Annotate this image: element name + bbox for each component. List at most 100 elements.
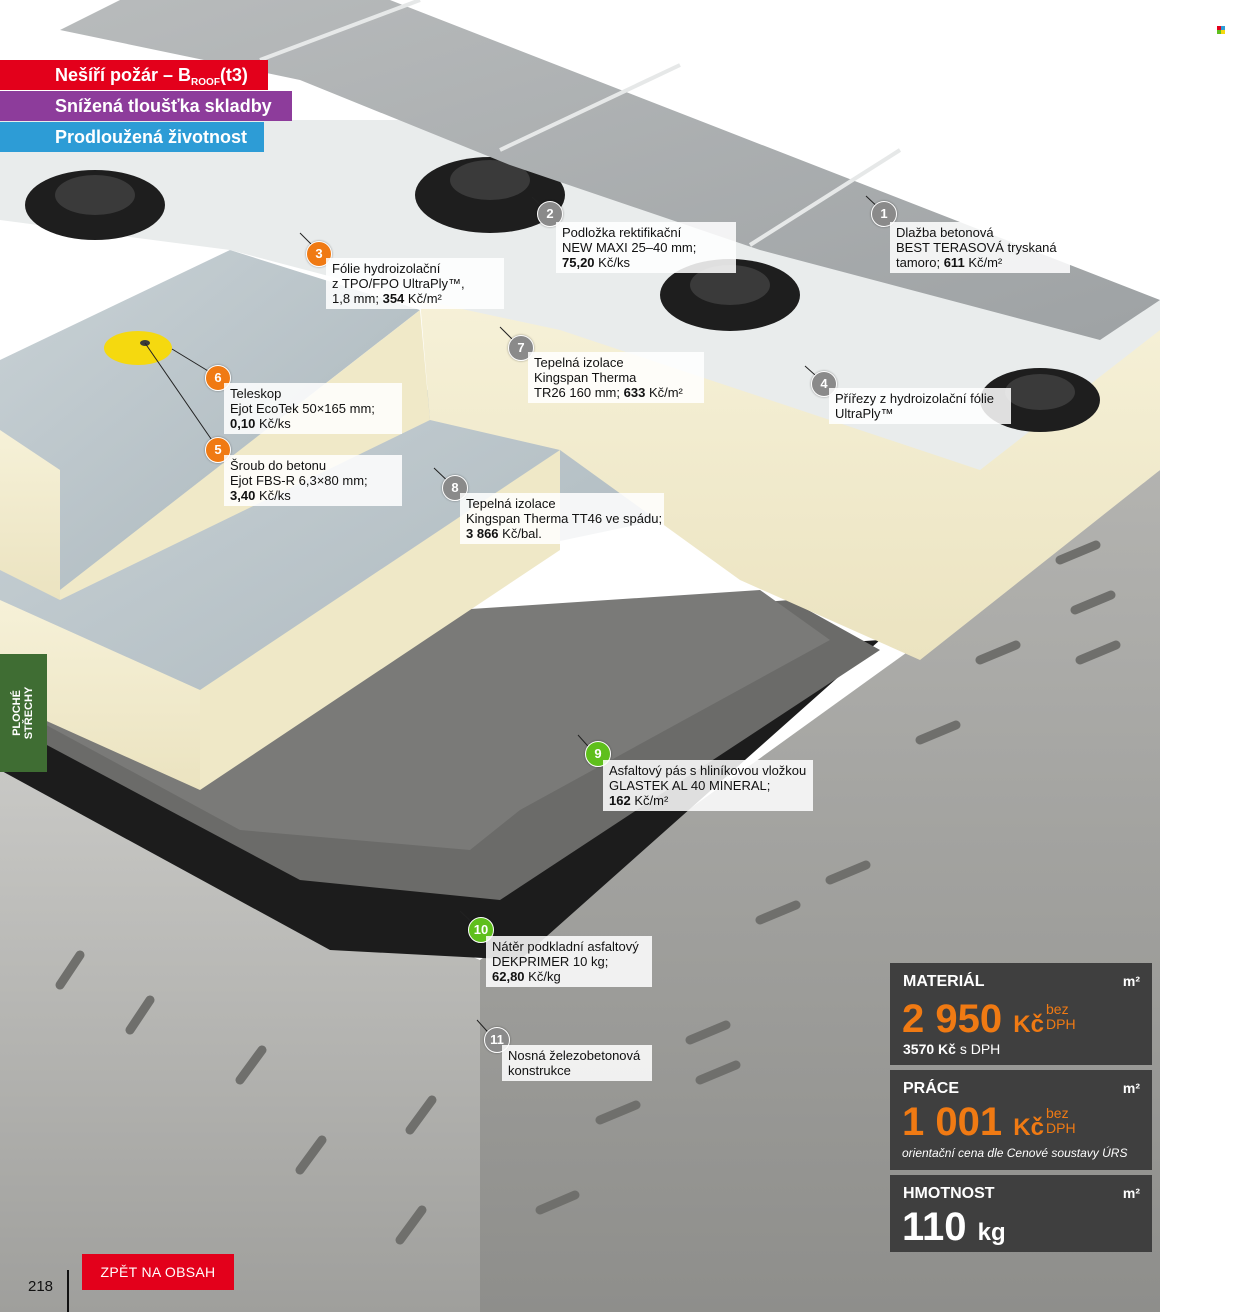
callout-6-line: Ejot EcoTek 50×165 mm; <box>230 401 375 416</box>
callout-3-line: 1,8 mm; <box>332 291 379 306</box>
callout-2-line: NEW MAXI 25–40 mm; <box>562 240 697 255</box>
badge-lifetime: Prodloužená životnost <box>0 122 264 152</box>
labor-price: 1 001 Kč <box>902 1102 1044 1148</box>
material-dph: DPH <box>1046 1016 1076 1032</box>
badge-lifetime-text: Prodloužená životnost <box>55 127 248 147</box>
callout-9-asphalt-membrane: Asfaltový pás s hliníkovou vložkou GLAST… <box>603 760 813 811</box>
material-bez: bez <box>1046 1001 1069 1017</box>
callout-1-unit: Kč/m² <box>968 255 1003 270</box>
callout-2-unit: Kč/ks <box>598 255 630 270</box>
callout-5-unit: Kč/ks <box>258 488 291 503</box>
telescope-disc <box>104 331 172 365</box>
concrete-slab-left-face <box>0 760 480 1312</box>
labor-price-value: 1 001 <box>902 1100 1003 1144</box>
material-price-value: 2 950 <box>902 997 1003 1041</box>
callout-number-9: 9 <box>585 741 611 767</box>
callout-4-membrane-cutouts: Přířezy z hydroizolační fólie UltraPly™ <box>829 388 1011 424</box>
callout-9-price: 162 <box>609 793 631 808</box>
callout-2-price: 75,20 <box>562 255 595 270</box>
callout-7-unit: Kč/m² <box>648 385 683 400</box>
labor-note: orientační cena dle Cenové soustavy ÚRS <box>902 1146 1128 1160</box>
callout-4-line: Přířezy z hydroizolační fólie <box>835 391 994 406</box>
section-side-tab[interactable] <box>0 654 47 772</box>
weight-number: 110 <box>902 1205 967 1249</box>
callout-10-line: Nátěr podkladní asfaltový <box>492 939 639 954</box>
callout-2-line: Podložka rektifikační <box>562 225 682 240</box>
callout-5-screw: Šroub do betonu Ejot FBS-R 6,3×80 mm; 3,… <box>224 455 402 506</box>
labor-unit: m² <box>1122 1080 1140 1096</box>
callout-6-price: 0,10 <box>230 416 256 431</box>
rebar-stubs <box>55 540 1121 1245</box>
callout-2-pedestal: Podložka rektifikační NEW MAXI 25–40 mm;… <box>556 222 736 273</box>
callout-1-line: tamoro; <box>896 255 941 270</box>
insulation-tr26-top <box>0 250 420 590</box>
callout-7-line: Tepelná izolace <box>534 355 624 370</box>
badge-thickness: Snížená tloušťka skladby <box>0 91 292 121</box>
labor-price-panel: PRÁCE m² 1 001 Kč bez DPH orientační cen… <box>890 1070 1152 1170</box>
badge-thickness-text: Snížená tloušťka skladby <box>55 96 272 116</box>
callout-3-unit: Kč/m² <box>407 291 442 306</box>
callout-number-10: 10 <box>468 917 494 943</box>
callout-4-line: UltraPly™ <box>835 406 894 421</box>
callout-10-price: 62,80 <box>492 969 525 984</box>
weight-unit: m² <box>1122 1185 1140 1201</box>
callout-6-line: Teleskop <box>230 386 282 401</box>
weight-value: 110 kg <box>902 1207 1006 1253</box>
weight-panel: HMOTNOST m² 110 kg <box>890 1175 1152 1252</box>
corner-mark-icon <box>1217 26 1225 34</box>
callout-10-primer: Nátěr podkladní asfaltový DEKPRIMER 10 k… <box>486 936 652 987</box>
callout-6-unit: Kč/ks <box>258 416 291 431</box>
callout-7-line: Kingspan Therma <box>534 370 637 385</box>
callout-3-line: Fólie hydroizolační <box>332 261 441 276</box>
labor-label: PRÁCE <box>903 1080 960 1097</box>
side-tab-line-1: PLOCHÉ <box>11 690 23 736</box>
callout-5-line: Šroub do betonu <box>230 458 327 473</box>
weight-value-unit: kg <box>977 1219 1006 1246</box>
callout-8-line: Kingspan Therma TT46 ve spádu; <box>466 511 663 526</box>
badge-fire-text: Nešíří požár – B <box>55 65 192 85</box>
page-divider <box>67 1270 69 1312</box>
callout-11-concrete: Nosná železobetonová konstrukce <box>502 1045 652 1081</box>
callout-11-line: konstrukce <box>508 1063 571 1078</box>
section-side-tab-label: PLOCHÉ STŘECHY <box>11 687 35 740</box>
material-vat-price: 3570 Kč s DPH <box>903 1041 1000 1057</box>
material-unit: m² <box>1122 973 1140 989</box>
callout-7-price: 633 <box>623 385 646 400</box>
callout-1-line: BEST TERASOVÁ tryskaná <box>896 240 1057 255</box>
labor-bez-dph: bez DPH <box>1046 1106 1076 1136</box>
material-label: MATERIÁL <box>903 973 985 990</box>
back-to-contents-button[interactable]: ZPĚT NA OBSAH <box>82 1254 234 1290</box>
callout-8-line: Tepelná izolace <box>466 496 556 511</box>
material-vat-value: 3570 <box>903 1041 935 1057</box>
material-price-panel: MATERIÁL m² 2 950 Kč bez DPH 3570 Kč s D… <box>890 963 1152 1065</box>
callout-8-price: 3 866 <box>466 526 499 541</box>
material-vat-currency: Kč <box>938 1041 956 1057</box>
callout-10-unit: Kč/kg <box>528 969 561 984</box>
badge-fire-suffix: (t3) <box>219 65 248 85</box>
insulation-block-front <box>0 430 60 600</box>
paving-tiles-row <box>60 0 1160 340</box>
callout-1-line: Dlažba betonová <box>896 225 994 240</box>
callout-9-line: Asfaltový pás s hliníkovou vložkou <box>609 763 807 778</box>
side-tab-line-2: STŘECHY <box>23 686 35 740</box>
callout-number-1: 1 <box>871 201 897 227</box>
material-price: 2 950 Kč <box>902 999 1044 1045</box>
callout-8-unit: Kč/bal. <box>502 526 542 541</box>
material-price-currency: Kč <box>1013 1011 1044 1038</box>
material-vat-label: s DPH <box>959 1041 1001 1057</box>
page-number: 218 <box>28 1278 54 1295</box>
callout-1-price: 611 <box>943 255 965 270</box>
callout-9-line: GLASTEK AL 40 MINERAL; <box>609 778 771 793</box>
callout-5-line: Ejot FBS-R 6,3×80 mm; <box>230 473 368 488</box>
badge-fire-sub: ROOF <box>191 77 220 88</box>
labor-bez: bez <box>1046 1105 1069 1121</box>
labor-dph: DPH <box>1046 1120 1076 1136</box>
callout-1-paving: Dlažba betonová BEST TERASOVÁ tryskaná t… <box>890 222 1070 273</box>
callout-9-unit: Kč/m² <box>634 793 669 808</box>
material-bez-dph: bez DPH <box>1046 1002 1076 1032</box>
callout-8-insulation-tt46: Tepelná izolace Kingspan Therma TT46 ve … <box>460 493 664 544</box>
callout-3-membrane: Fólie hydroizolační z TPO/FPO UltraPly™,… <box>326 258 504 309</box>
paving-tile-joints <box>259 0 902 247</box>
callout-3-price: 354 <box>382 291 405 306</box>
